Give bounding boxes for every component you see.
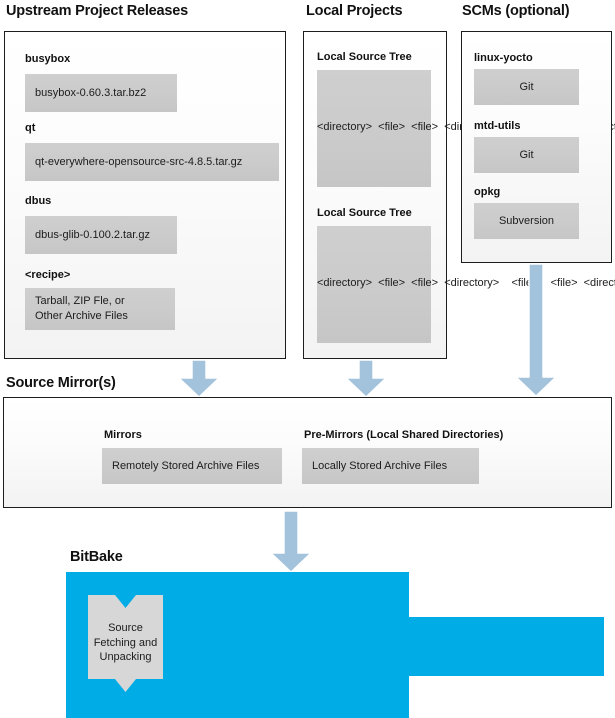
- upstream-label-busybox: busybox: [25, 53, 71, 65]
- scms-heading: SCMs (optional): [462, 3, 570, 19]
- mirrors-box: Remotely Stored Archive Files: [102, 448, 282, 484]
- tree-line: <file>: [372, 121, 406, 134]
- task-line-3: Unpacking: [99, 651, 152, 663]
- local-tree-box-1: <directory> <file> <file> <directory> <f…: [317, 70, 615, 187]
- arrow-mirror-to-bitbake: [270, 511, 312, 573]
- source-fetching-task-label: Source Fetching and Unpacking: [88, 621, 163, 665]
- local-projects-heading: Local Projects: [306, 3, 403, 19]
- tree-line: <file>: [538, 277, 578, 290]
- task-line-1: Source: [108, 622, 143, 634]
- tree-line: <directory>: [438, 277, 500, 290]
- upstream-box-recipe-line2: Other Archive Files: [35, 310, 128, 322]
- mirrors-label: Mirrors: [104, 429, 142, 441]
- task-line-2: Fetching and: [93, 636, 158, 649]
- upstream-box-recipe-line1: Tarball, ZIP Fle, or: [35, 295, 125, 307]
- scms-label-opkg: opkg: [474, 186, 501, 198]
- scms-box-opkg: Subversion: [474, 203, 579, 239]
- bitbake-heading: BitBake: [70, 549, 123, 565]
- tree-line: <file>: [372, 277, 406, 290]
- tree-line: <directory>: [317, 277, 373, 290]
- local-tree-box-2: <directory> <file> <file> <directory> <f…: [317, 226, 615, 343]
- arrow-local-projects-to-mirror: [345, 360, 387, 398]
- upstream-box-busybox: busybox-0.60.3.tar.bz2: [25, 74, 177, 112]
- scms-box-mtd-utils: Git: [474, 137, 579, 173]
- upstream-box-qt: qt-everywhere-opensource-src-4.8.5.tar.g…: [25, 143, 279, 181]
- scms-label-linux-yocto: linux-yocto: [474, 52, 533, 64]
- tree-line: <file>: [405, 121, 439, 134]
- upstream-heading: Upstream Project Releases: [6, 3, 188, 19]
- tree-line: <file>: [405, 277, 439, 290]
- local-tree-label-2: Local Source Tree: [317, 207, 412, 219]
- upstream-label-qt: qt: [25, 122, 36, 134]
- scms-box-linux-yocto: Git: [474, 69, 579, 105]
- scms-label-mtd-utils: mtd-utils: [474, 120, 521, 132]
- tree-line: <directory>: [317, 121, 373, 134]
- tree-line: <directory>: [583, 277, 615, 290]
- source-mirrors-heading: Source Mirror(s): [6, 375, 116, 391]
- upstream-label-recipe: <recipe>: [25, 269, 71, 281]
- upstream-label-dbus: dbus: [25, 195, 52, 207]
- arrow-upstream-to-mirror: [178, 360, 220, 398]
- bitbake-region: [66, 572, 605, 718]
- upstream-box-dbus: dbus-glib-0.100.2.tar.gz: [25, 216, 177, 254]
- arrow-scms-to-mirror: [515, 264, 557, 397]
- local-tree-label-1: Local Source Tree: [317, 51, 412, 63]
- pre-mirrors-box: Locally Stored Archive Files: [302, 448, 479, 484]
- pre-mirrors-label: Pre-Mirrors (Local Shared Directories): [304, 429, 504, 441]
- source-fetching-task: Source Fetching and Unpacking: [88, 595, 163, 692]
- upstream-box-recipe: Tarball, ZIP Fle, or Other Archive Files: [25, 288, 175, 330]
